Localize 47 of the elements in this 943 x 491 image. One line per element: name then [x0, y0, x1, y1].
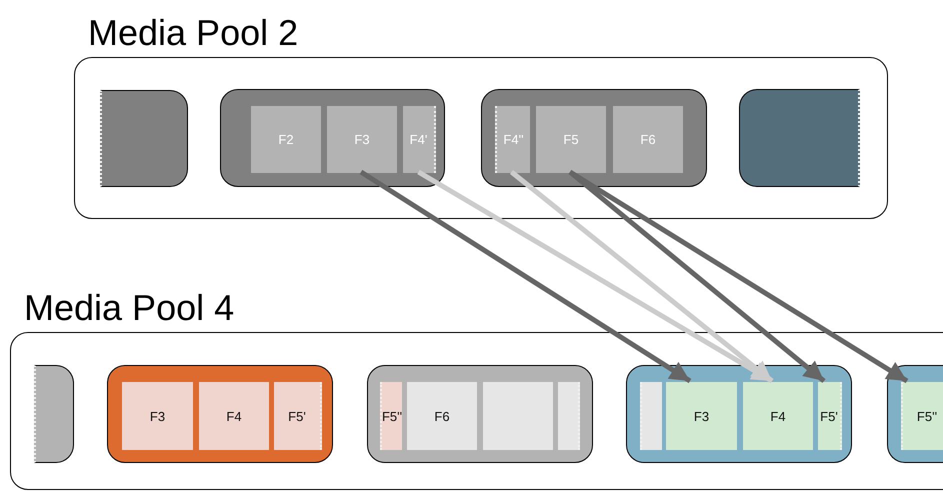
frame-label: F6: [434, 410, 450, 422]
frame-slot: [403, 106, 436, 173]
frame-slot: [251, 106, 321, 173]
frame-slot: [122, 382, 193, 450]
chunk-block: [100, 90, 188, 187]
chunk-block: [34, 365, 74, 463]
frame-label: F4'': [503, 133, 524, 146]
frame-label: F5: [563, 133, 579, 146]
frame-slot: [380, 382, 402, 450]
frame-label: F5'': [382, 410, 402, 422]
chunk-block: [739, 89, 860, 187]
frame-slot: [743, 382, 813, 450]
pool-title: Media Pool 2: [88, 12, 298, 54]
arrow: [417, 170, 774, 384]
frame-slot: [274, 382, 322, 450]
chunk-block: [481, 89, 707, 187]
frame-label: F5': [288, 410, 306, 422]
frame-slot: [536, 106, 606, 173]
frame-label: F5': [820, 410, 838, 422]
frame-slot: [666, 382, 737, 450]
frame-slot: [901, 382, 943, 450]
frame-slot: [199, 382, 269, 450]
chunk-block: [626, 365, 852, 463]
frame-slot: [495, 106, 530, 173]
frame-slot: [613, 106, 683, 173]
frame-label: F2: [278, 133, 294, 146]
frame-label: F4': [410, 133, 428, 146]
arrow: [510, 170, 774, 383]
frame-label: F4: [770, 410, 786, 422]
chunk-block: [107, 365, 333, 463]
frame-label: F3: [354, 133, 370, 146]
pool-title: Media Pool 4: [24, 287, 234, 329]
frame-slot: [818, 382, 842, 450]
chunk-block: [887, 365, 943, 463]
frame-label: F5'': [916, 410, 938, 422]
frame-slot: [327, 106, 397, 173]
frame-slot: [558, 382, 580, 450]
frame-slot: [407, 382, 477, 450]
frame-label: F3: [150, 410, 166, 422]
chunk-block: [367, 365, 593, 463]
frame-label: F4: [226, 410, 242, 422]
arrow: [568, 170, 908, 384]
frame-slot: [640, 382, 662, 450]
chunk-block: [220, 89, 445, 187]
frame-label: F6: [640, 133, 656, 146]
frame-slot: [483, 382, 553, 450]
frame-label: F3: [694, 410, 710, 422]
